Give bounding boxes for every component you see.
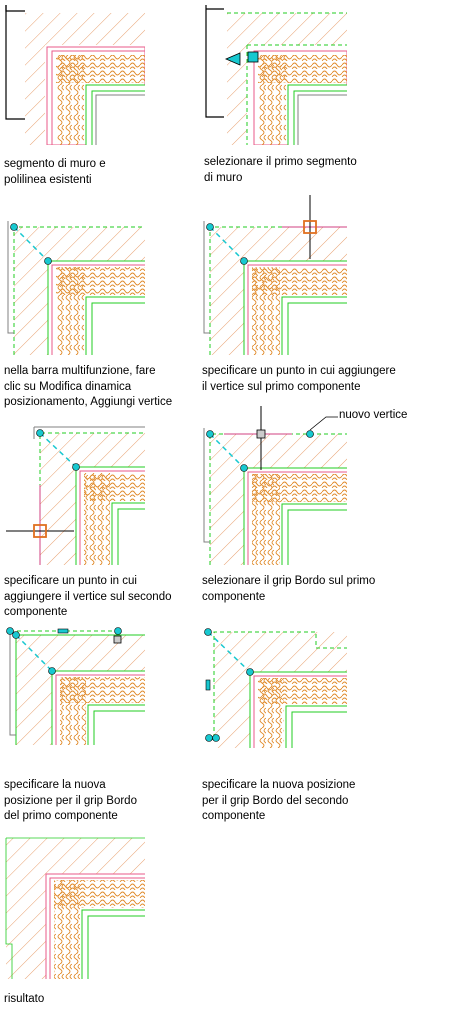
- existing-polyline: [5, 5, 25, 120]
- caption-step-1: segmento di muro e polilinea esistenti: [4, 158, 106, 186]
- caption-step-6: selezionare il grip Bordo sul primo comp…: [202, 575, 376, 603]
- insulation-side: [56, 55, 84, 145]
- vertex-grip-icon[interactable]: [205, 734, 213, 742]
- caption-step-7: specificare la nuova posizione per il gr…: [4, 779, 137, 822]
- caption-step-2: selezionare il primo segmento di muro: [204, 156, 357, 184]
- vertex-grip-icon[interactable]: [206, 430, 214, 438]
- panel-step-6: [202, 400, 347, 565]
- panel-step-3: [0, 215, 145, 355]
- caption-step-9: risultato: [4, 993, 45, 1005]
- new-vertex-grip-icon[interactable]: [306, 430, 314, 438]
- wall-diagram: [203, 406, 347, 565]
- vertex-grip-icon[interactable]: [240, 257, 248, 265]
- vertex-grip-icon[interactable]: [48, 667, 56, 675]
- wall-diagram: [6, 627, 145, 745]
- edge-grip-icon[interactable]: [247, 51, 259, 63]
- pick-box-icon[interactable]: [33, 524, 47, 538]
- vertex-grip-icon[interactable]: [6, 627, 14, 635]
- direction-arrow-icon[interactable]: [224, 52, 241, 66]
- edge-grip-icon[interactable]: [113, 635, 122, 644]
- new-vertex-callout: nuovo vertice: [339, 409, 408, 421]
- edge-grip-icon[interactable]: [205, 679, 211, 691]
- panel-step-8: [202, 628, 347, 748]
- vertex-grip-icon[interactable]: [12, 631, 20, 639]
- wall-diagram: [5, 5, 145, 145]
- vertex-grip-icon[interactable]: [246, 668, 254, 676]
- wall-diagram: [5, 837, 145, 979]
- vertex-grip-icon[interactable]: [44, 257, 52, 265]
- wall-diagram: [204, 628, 347, 748]
- panel-step-1: [0, 5, 145, 145]
- caption-step-5: specificare un punto in cui aggiungere i…: [4, 575, 172, 618]
- vertex-grip-icon[interactable]: [240, 464, 248, 472]
- panel-step-5: [0, 425, 145, 565]
- vertex-grip-icon[interactable]: [10, 223, 18, 231]
- vertex-grip-icon[interactable]: [204, 628, 212, 636]
- panel-step-2: [202, 5, 347, 145]
- vertex-grip-icon[interactable]: [72, 463, 80, 471]
- edge-grip-icon[interactable]: [57, 628, 69, 634]
- vertex-grip-icon[interactable]: [36, 429, 44, 437]
- pick-box-icon[interactable]: [303, 220, 317, 234]
- panel-step-4: [202, 195, 347, 355]
- panel-step-9: [0, 834, 145, 979]
- wall-diagram: [7, 221, 145, 355]
- vertex-grip-icon[interactable]: [206, 223, 214, 231]
- caption-step-4: specificare un punto in cui aggiungere i…: [202, 365, 396, 393]
- vertex-grip-icon[interactable]: [212, 734, 220, 742]
- caption-step-3: nella barra multifunzione, fare clic su …: [4, 365, 173, 408]
- wall-diagram: [6, 426, 145, 565]
- caption-step-8: specificare la nuova posizione per il gr…: [202, 779, 356, 822]
- panel-step-7: [0, 625, 145, 745]
- edge-grip-icon[interactable]: [256, 429, 266, 439]
- wall-diagram: [203, 195, 347, 355]
- callout-leader: [309, 416, 338, 431]
- vertex-grip-icon[interactable]: [114, 627, 122, 635]
- wall-diagram: [205, 5, 347, 145]
